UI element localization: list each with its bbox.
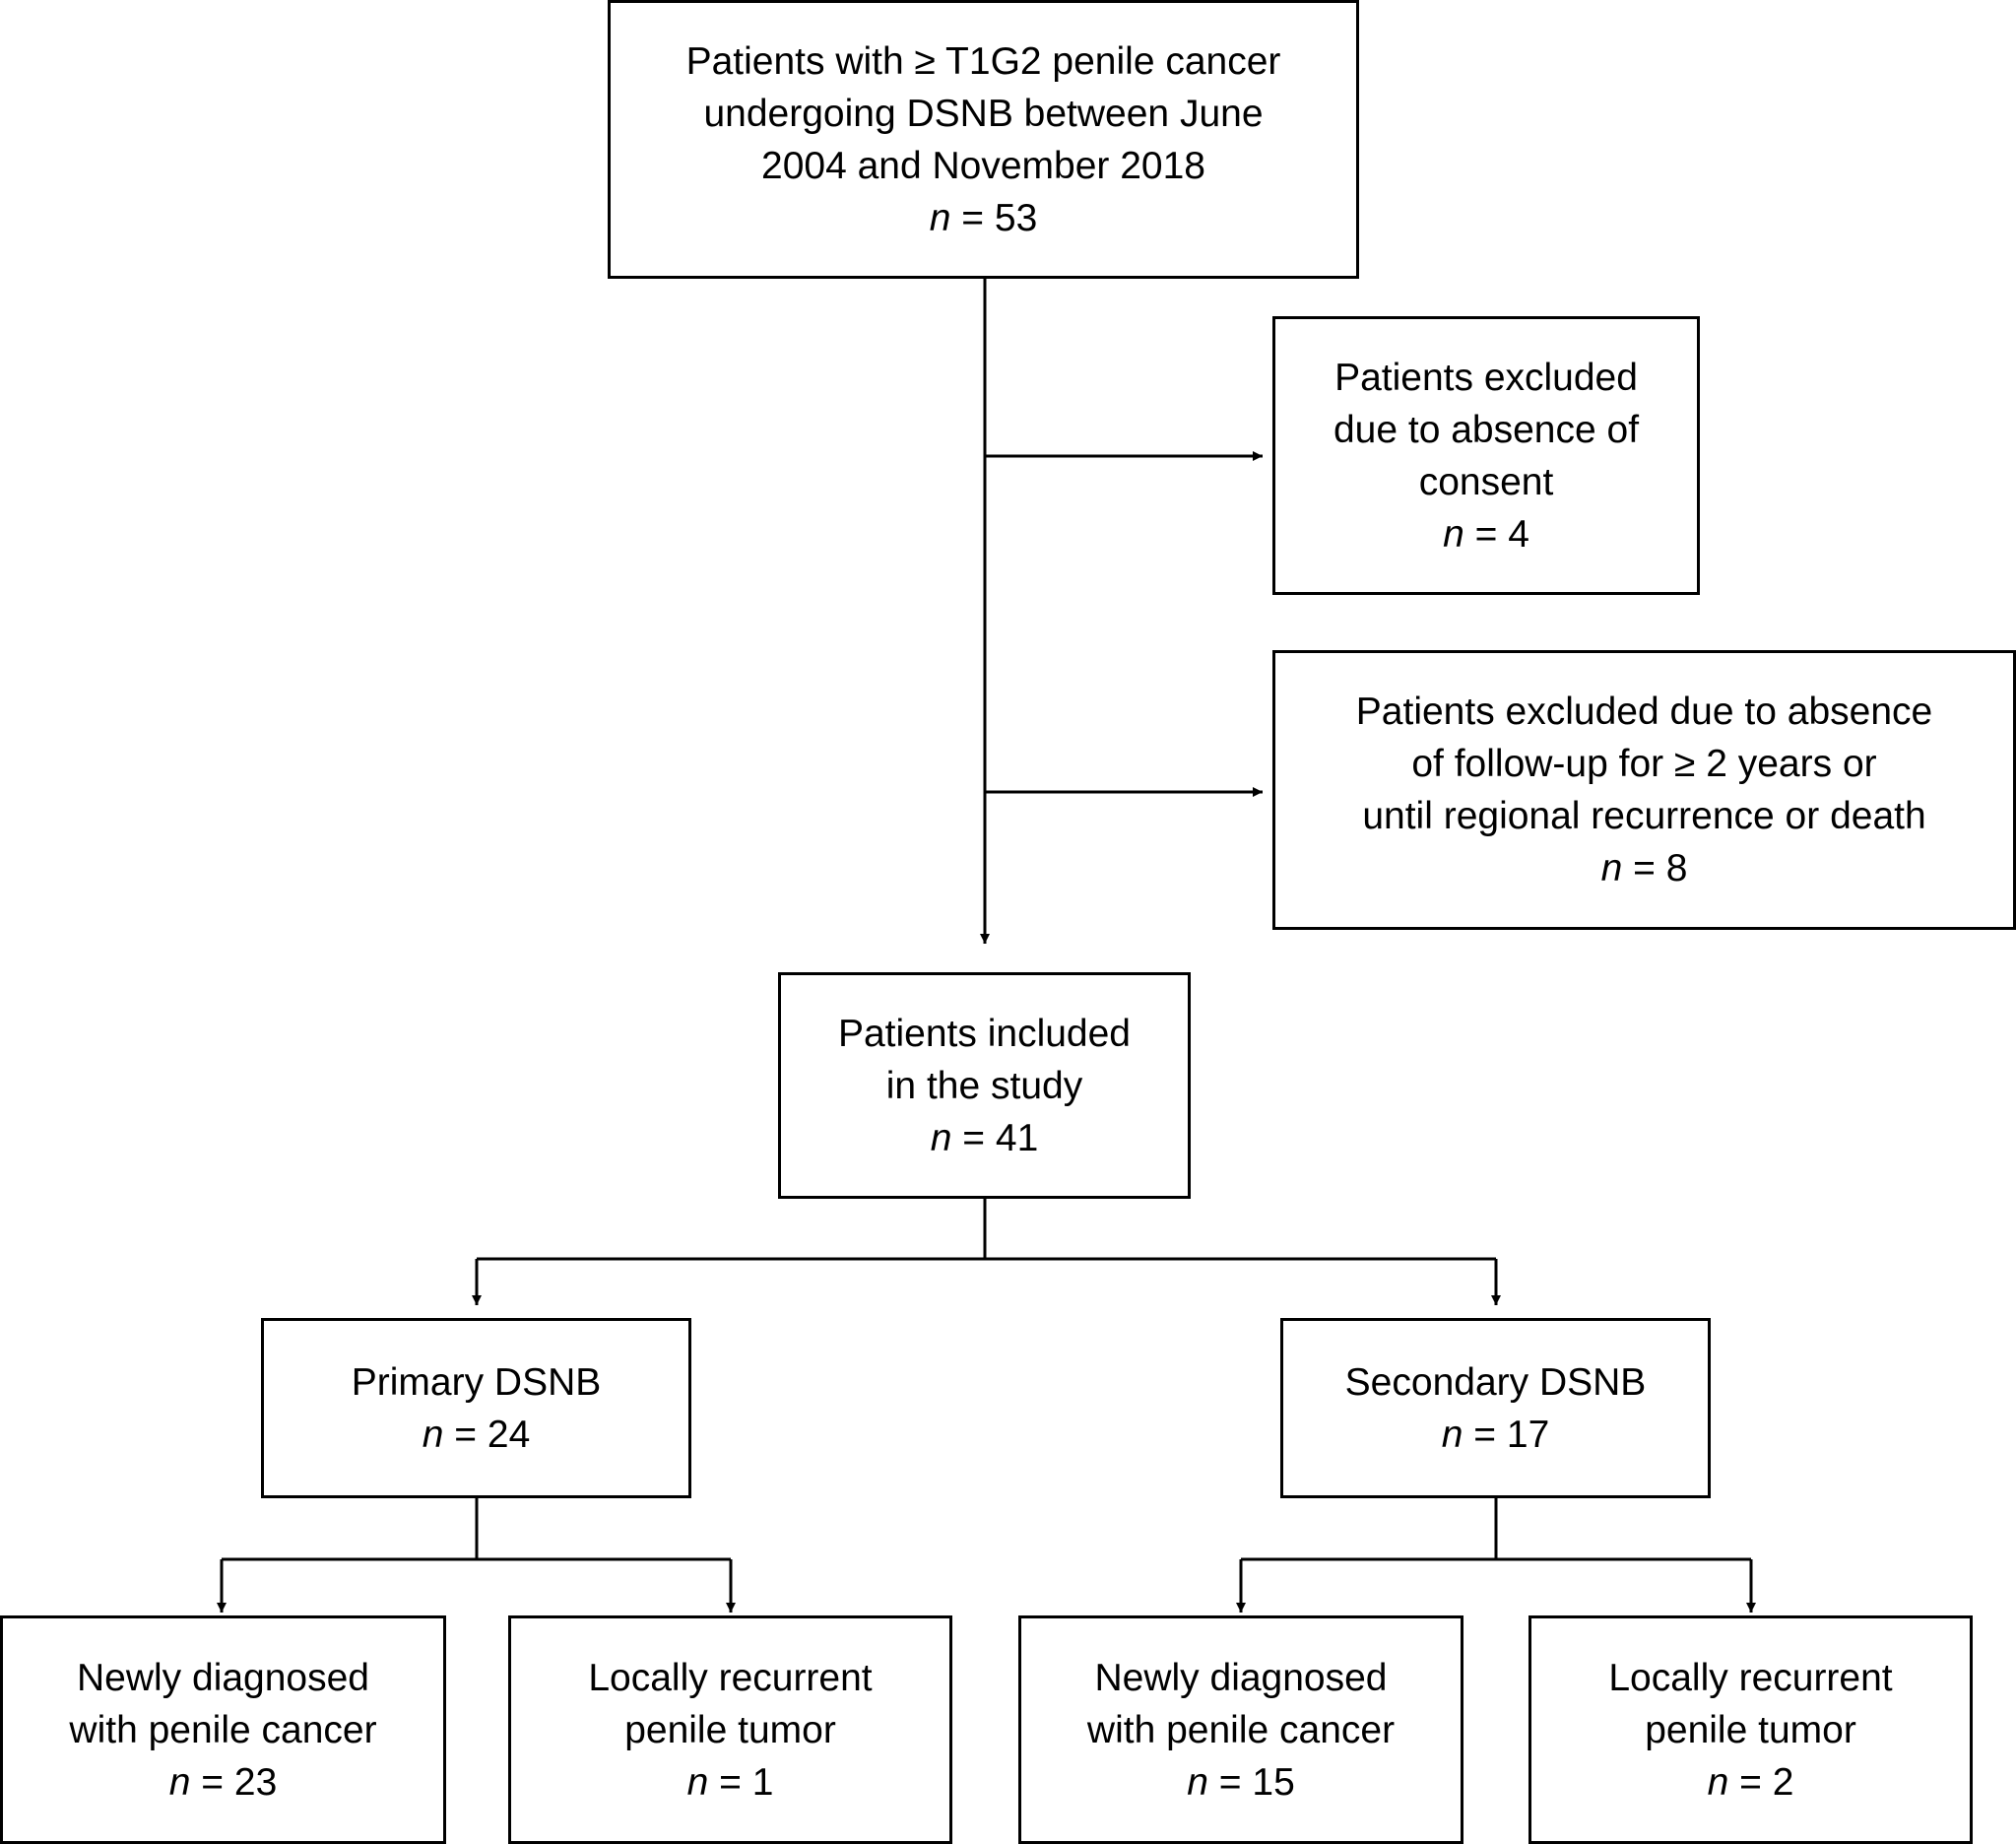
box-included-line-1: Patients included [837, 1012, 1132, 1055]
box-excluded-followup-count: n = 8 [1601, 842, 1688, 894]
box-excluded-consent-line-3: consent [1418, 460, 1554, 503]
box-primary-new-line-2: with penile cancer [69, 1708, 377, 1751]
box-primary-recurrent-line-2: penile tumor [624, 1708, 836, 1751]
n-symbol: n [1441, 1413, 1463, 1456]
box-start-line-2: undergoing DSNB between June [703, 92, 1264, 135]
box-secondary-new-line-1: Newly diagnosed [1094, 1656, 1388, 1699]
box-primary: Primary DSNB n = 24 [261, 1318, 691, 1498]
box-excluded-consent-line-1: Patients excluded [1334, 356, 1638, 399]
box-included: Patients included in the study n = 41 [778, 972, 1191, 1199]
box-secondary-new-count: n = 15 [1187, 1756, 1295, 1809]
n-symbol: n [168, 1760, 191, 1804]
n-value: = 8 [1633, 847, 1688, 889]
box-primary-new-count: n = 23 [169, 1756, 278, 1809]
n-value: = 17 [1473, 1413, 1550, 1456]
box-excluded-followup-line-2: of follow-up for ≥ 2 years or [1411, 743, 1877, 785]
n-symbol: n [686, 1760, 709, 1804]
n-symbol: n [1443, 512, 1464, 556]
box-secondary-recurrent: Locally recurrent penile tumor n = 2 [1528, 1615, 1973, 1844]
box-excluded-followup: Patients excluded due to absence of foll… [1272, 650, 2016, 930]
n-value: = 41 [962, 1116, 1039, 1159]
box-primary-count: n = 24 [423, 1409, 531, 1461]
n-value: = 24 [454, 1413, 531, 1456]
box-secondary-new-line-2: with penile cancer [1086, 1708, 1396, 1751]
n-symbol: n [1707, 1760, 1729, 1804]
box-start-count: n = 53 [930, 192, 1038, 244]
box-included-count: n = 41 [931, 1112, 1039, 1164]
n-value: = 4 [1474, 512, 1529, 556]
box-secondary-new: Newly diagnosed with penile cancer n = 1… [1018, 1615, 1463, 1844]
box-primary-new: Newly diagnosed with penile cancer n = 2… [0, 1615, 446, 1844]
box-excluded-consent-line-2: due to absence of [1333, 408, 1640, 451]
n-symbol: n [1187, 1760, 1208, 1804]
box-included-line-2: in the study [885, 1064, 1083, 1107]
box-start-line-1: Patients with ≥ T1G2 penile cancer [685, 39, 1281, 83]
n-symbol: n [929, 196, 951, 239]
n-value: = 15 [1218, 1760, 1295, 1804]
box-secondary-line-1: Secondary DSNB [1344, 1360, 1647, 1404]
box-start-line-3: 2004 and November 2018 [761, 144, 1205, 187]
n-symbol: n [930, 1116, 952, 1159]
n-value: = 2 [1739, 1760, 1794, 1804]
box-excluded-followup-line-1: Patients excluded due to absence [1355, 691, 1933, 733]
box-excluded-consent: Patients excluded due to absence of cons… [1272, 316, 1700, 595]
box-start: Patients with ≥ T1G2 penile cancer under… [608, 0, 1359, 279]
box-primary-line-1: Primary DSNB [351, 1360, 602, 1404]
box-excluded-followup-line-3: until regional recurrence or death [1362, 795, 1926, 837]
box-primary-recurrent-count: n = 1 [687, 1756, 774, 1809]
box-secondary: Secondary DSNB n = 17 [1280, 1318, 1711, 1498]
box-primary-recurrent: Locally recurrent penile tumor n = 1 [508, 1615, 952, 1844]
n-value: = 23 [201, 1760, 278, 1804]
box-secondary-recurrent-line-1: Locally recurrent [1608, 1656, 1893, 1699]
n-value: = 1 [719, 1760, 774, 1804]
box-secondary-recurrent-line-2: penile tumor [1645, 1708, 1856, 1751]
box-primary-new-line-1: Newly diagnosed [76, 1656, 369, 1699]
n-value: = 53 [961, 196, 1038, 239]
n-symbol: n [1600, 847, 1623, 889]
n-symbol: n [422, 1413, 444, 1456]
box-excluded-consent-count: n = 4 [1443, 508, 1529, 560]
box-secondary-recurrent-count: n = 2 [1708, 1756, 1794, 1809]
box-secondary-count: n = 17 [1442, 1409, 1550, 1461]
box-primary-recurrent-line-1: Locally recurrent [588, 1656, 873, 1699]
